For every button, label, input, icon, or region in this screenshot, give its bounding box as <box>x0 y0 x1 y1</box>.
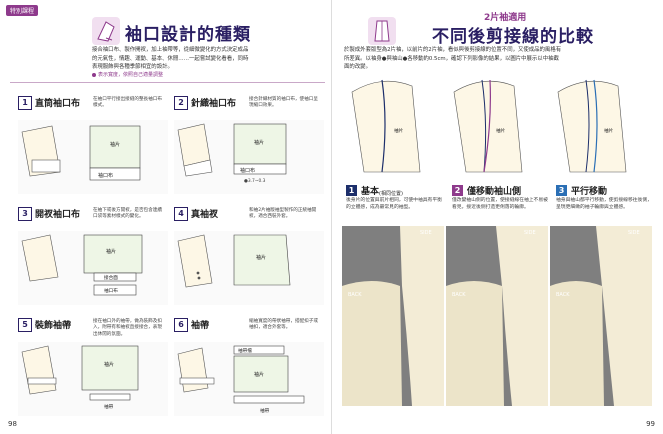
figure-title: 基本 <box>361 187 380 197</box>
section-number: 2 <box>174 96 188 110</box>
section-desc: 在袖口平行接出接縫的整長袖口布樣式。 <box>93 97 162 109</box>
svg-text:袖帶擋: 袖帶擋 <box>238 347 252 354</box>
svg-text:接合面: 接合面 <box>104 274 118 281</box>
section-title: 裝飾袖帶 <box>35 321 72 331</box>
svg-text:SIDE: SIDE <box>524 230 536 236</box>
figure-2-desc: 僅改變袖山側的位置，使接縫線在袖上不易被看見，接近後側打造更俐落的輪廓。 <box>452 198 548 210</box>
figure-1-desc: 後身片的位置與前片相同，可使中袖具有平衡的立體感，成為最常見的袖型。 <box>346 198 442 210</box>
svg-text:袖口布: 袖口布 <box>240 167 255 174</box>
section-desc: 和袖2片袖版袖型製作的正統袖開衩，適合西裝外套。 <box>249 208 317 220</box>
svg-text:袖片: 袖片 <box>256 254 266 261</box>
bullet-dot-icon <box>92 72 96 77</box>
section-6: 6 袖帶 縮袖寬度的帶狀袖帶，搭配扣子或袖扣，適合外套等。 袖帶擋 袖片 袖帶 <box>174 318 324 416</box>
page-title: 不同後剪接線的比較 <box>432 27 594 47</box>
photo-1: SIDE BACK <box>342 226 444 406</box>
section-desc: 接合針織材質的袖口布，使袖口呈現縮口效果。 <box>249 97 318 109</box>
divider <box>10 82 325 83</box>
right-page: 2片袖適用 不同後剪接線的比較 於製成外套版型為2片袖，以前片的2片袖，看似與後… <box>332 0 663 434</box>
section-number: 4 <box>174 207 188 221</box>
svg-text:●3.7~0.3: ●3.7~0.3 <box>244 178 266 184</box>
svg-text:袖片: 袖片 <box>254 371 264 378</box>
pattern-comparison-diagram: 袖片 袖片 袖片 <box>351 79 627 173</box>
photo-3: SIDE BACK <box>550 226 652 406</box>
section-title: 開衩袖口布 <box>35 210 81 220</box>
cuff-diagram-5: 袖片 袖帶 <box>18 342 168 416</box>
section-3: 3 開衩袖口布 在袖下或後方開衩，是否包含連續口袋等素材樣式的變化。 袖片 接合… <box>18 207 168 305</box>
page-subtitle: 2片袖適用 <box>484 13 527 23</box>
section-number: 3 <box>18 207 32 221</box>
section-2: 2 針織袖口布 接合針織材質的袖口布，使袖口呈現縮口效果。 袖片 袖口布 ●3.… <box>174 96 324 194</box>
cuff-diagram-2: 袖片 袖口布 ●3.7~0.3 <box>174 120 324 194</box>
svg-text:袖片: 袖片 <box>104 361 114 368</box>
svg-text:袖片: 袖片 <box>394 127 404 134</box>
figure-title: 僅移動袖山側 <box>467 187 522 197</box>
sleeve-cuff-icon <box>92 17 120 45</box>
section-title: 袖帶 <box>191 321 210 331</box>
figure-3-desc: 袖身與袖山都平行移動，使剪接線移往後側，呈現更細緻的袖子輪廓與立體感。 <box>556 198 652 210</box>
figure-title: 平行移動 <box>571 187 608 197</box>
cuff-diagram-3: 袖片 接合面 袖口布 <box>18 231 168 305</box>
section-number: 6 <box>174 318 188 332</box>
section-1: 1 直筒袖口布 在袖口平行接出接縫的整長袖口布樣式。 袖片 袖口布 <box>18 96 168 194</box>
pattern-3: 袖片 <box>557 79 627 173</box>
sleeve-icon <box>368 17 396 45</box>
intro-text: 於製成外套版型為2片袖，以前片的2片袖，看似與後剪接線的位置不同，又使成品的風格… <box>344 47 562 70</box>
section-title: 直筒袖口布 <box>35 99 81 109</box>
svg-text:BACK: BACK <box>348 292 362 298</box>
section-desc: 接在袖口外的袖帶，做為裝飾及扣入，附帶有和袖衩直接接合，表現出休閒的氛圍。 <box>93 319 162 337</box>
section-tag: 特別課程 <box>6 5 39 16</box>
svg-text:袖帶: 袖帶 <box>104 403 114 410</box>
section-desc: 在袖下或後方開衩，是否包含連續口袋等素材樣式的變化。 <box>93 208 162 220</box>
svg-text:袖片: 袖片 <box>106 248 116 255</box>
section-5: 5 裝飾袖帶 接在袖口外的袖帶，做為裝飾及扣入，附帶有和袖衩直接接合，表現出休閒… <box>18 318 168 416</box>
cuff-diagram-4: 袖片 <box>174 231 324 305</box>
svg-text:袖口布: 袖口布 <box>98 172 113 179</box>
gutter <box>331 0 332 434</box>
pattern-1: 袖片 <box>351 79 421 173</box>
note-text: 表示寬度，依照自己適量調整 <box>92 71 163 78</box>
svg-text:BACK: BACK <box>452 292 466 298</box>
svg-text:袖口布: 袖口布 <box>104 287 118 294</box>
section-title: 針織袖口布 <box>191 99 237 109</box>
page-number: 98 <box>8 420 17 428</box>
photo-2: SIDE BACK <box>446 226 548 406</box>
svg-text:袖片: 袖片 <box>254 139 264 146</box>
svg-text:SIDE: SIDE <box>628 230 640 236</box>
svg-text:SIDE: SIDE <box>420 230 432 236</box>
intro-text: 接合袖口布、製作開衩，加上袖帶等，從細微變化的方式決定成品的元氣性，情趣、運動、… <box>92 47 249 70</box>
left-page: 特別課程 袖口設計的種類 接合袖口布、製作開衩，加上袖帶等，從細微變化的方式決定… <box>0 0 331 434</box>
label-sleeve: 袖片 <box>110 141 120 148</box>
section-desc: 縮袖寬度的帶狀袖帶，搭配扣子或袖扣，適合外套等。 <box>249 319 318 331</box>
pattern-2: 袖片 <box>453 79 523 173</box>
page-title: 袖口設計的種類 <box>125 25 251 45</box>
section-number: 5 <box>18 318 32 332</box>
cuff-diagram-1: 袖片 袖口布 <box>18 120 168 194</box>
cuff-diagram-6: 袖帶擋 袖片 袖帶 <box>174 342 324 416</box>
section-4: 4 真袖衩 和袖2片袖版袖型製作的正統袖開衩，適合西裝外套。 袖片 <box>174 207 324 305</box>
svg-text:袖片: 袖片 <box>604 127 614 134</box>
section-title: 真袖衩 <box>191 210 219 220</box>
section-number: 1 <box>18 96 32 110</box>
page-number: 99 <box>646 420 655 428</box>
svg-text:袖片: 袖片 <box>496 127 506 134</box>
svg-text:袖帶: 袖帶 <box>260 407 270 414</box>
svg-text:BACK: BACK <box>556 292 570 298</box>
